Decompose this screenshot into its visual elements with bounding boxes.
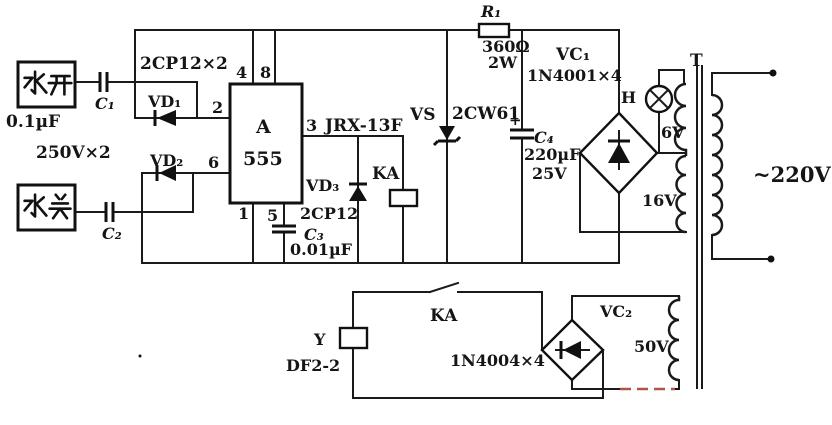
vs-type-label: 2CW61: [452, 104, 520, 124]
winding-6v-label: 6V: [661, 123, 685, 142]
cn-char-shui: [23, 70, 48, 95]
pin4-label: 4: [236, 63, 247, 82]
winding-16v-label: 16V: [642, 191, 677, 210]
c4-ref-label: C₄: [534, 128, 554, 147]
regulator-filter-wires: [446, 29, 523, 264]
valve-y-coil: [338, 326, 369, 350]
capacitor-c4-electrolytic: [510, 128, 534, 140]
vs-triangle: [439, 126, 455, 140]
lamp-h-icon: [644, 84, 674, 114]
vc2-diode-triangle: [563, 341, 581, 359]
r1-ref-label: R₁: [480, 2, 501, 21]
vd3-type-label: 2CP12: [300, 204, 358, 223]
zener-vs: [432, 126, 462, 147]
winding-16v-coil: [675, 154, 687, 234]
rectifier1-wires: [579, 69, 687, 264]
vc2-diamond: [540, 318, 605, 382]
transformer-t: [667, 65, 777, 389]
c4-polarity-label: +: [509, 111, 522, 129]
pin2-label: 2: [212, 98, 223, 117]
pin6-label: 6: [208, 153, 219, 172]
vc2-ref-label: VC₂: [599, 302, 632, 321]
winding-50v-coil: [667, 296, 681, 382]
vc1-diode-triangle: [608, 143, 630, 163]
winding-primary-coil: [711, 93, 724, 237]
top-rail-wires: [134, 29, 620, 119]
lamp-cross: [648, 88, 670, 110]
ic-555-body: [228, 82, 304, 205]
c4-rating-label: 25V: [532, 164, 567, 183]
mains-voltage-label: ~220V: [753, 162, 831, 187]
capacitor-c3: [272, 224, 296, 234]
text-water-off: [23, 193, 72, 220]
water-off-sensor-box: [16, 183, 77, 232]
capacitor-c2: [104, 202, 115, 222]
c4-value-label: 220µF: [524, 145, 581, 164]
c3-ref-label: C₃: [304, 225, 324, 244]
r1-value-label: 360Ω: [482, 37, 530, 56]
dot-artifact: [138, 354, 142, 358]
ic-letter: A: [255, 116, 271, 138]
vs-ref-label: VS: [409, 105, 435, 125]
winding-50v-label: 50V: [634, 337, 669, 356]
r1-power-label: 2W: [488, 53, 518, 72]
c1-ref-label: C₁: [95, 94, 115, 113]
capacitor-c1: [98, 72, 109, 92]
vc1-ref-label: VC₁: [555, 45, 590, 65]
pin1-label: 1: [238, 204, 249, 223]
valve-model-label: DF2-2: [286, 356, 340, 375]
trigger-input-wires: [74, 81, 231, 264]
vd3-label: VD₃: [305, 176, 339, 195]
resistor-r1-body: [477, 22, 511, 39]
vd1-label: VD₁: [147, 92, 181, 111]
pin3-label: 3: [306, 116, 317, 135]
diode-vd3: [349, 182, 367, 201]
mains-terminal-top: [769, 69, 777, 77]
cn-char-kai: [47, 74, 73, 96]
bridge-rectifier-vc2: [540, 318, 605, 382]
transformer-core: [696, 65, 703, 389]
pin5-label: 5: [267, 206, 278, 225]
mains-terminal-bottom: [767, 255, 775, 263]
relay-model-label: JRX-13F: [323, 116, 403, 136]
vc2-type-label: 1N4004×4: [450, 351, 545, 370]
diode-pair-type-label: 2CP12×2: [140, 54, 228, 74]
winding-6v-coil: [673, 82, 688, 156]
lamp-circle: [644, 84, 674, 114]
ka-contact-blade: [428, 281, 460, 294]
pin8-label: 8: [260, 63, 271, 82]
vc1-diamond: [578, 111, 659, 195]
c2-ref-label: C₂: [102, 224, 122, 243]
vd2-triangle: [159, 165, 176, 181]
valve-loop-wires: [352, 291, 680, 399]
bridge-rectifier-vc1: [578, 111, 659, 195]
lamp-ref-label: H: [621, 88, 636, 107]
primary-lead-wires: [711, 72, 771, 260]
text-water-on: [23, 70, 73, 96]
water-on-sensor-box: [16, 60, 77, 109]
vd1-triangle: [157, 110, 176, 126]
diode-vd1: [153, 110, 176, 126]
valve-ref-label: Y: [313, 330, 326, 349]
c1-value-label: 0.1µF: [6, 112, 60, 132]
diode-vd2: [155, 165, 176, 181]
vs-zener-bar: [432, 135, 462, 147]
vd3-triangle: [349, 186, 367, 201]
ic-model: 555: [243, 148, 283, 170]
transformer-ref-label: T: [690, 51, 703, 71]
c3-value-label: 0.01µF: [290, 240, 353, 259]
cn-char-guan: [48, 193, 72, 220]
vc1-type-label: 1N4001×4: [527, 66, 622, 85]
c-rating-label: 250V×2: [36, 143, 111, 163]
relay-ka-coil: [388, 188, 419, 208]
cn-char-shui2: [23, 193, 48, 218]
relay-coil-label: KA: [372, 164, 400, 184]
vd2-label: VD₂: [149, 151, 183, 170]
ka-contact-label: KA: [430, 306, 458, 326]
